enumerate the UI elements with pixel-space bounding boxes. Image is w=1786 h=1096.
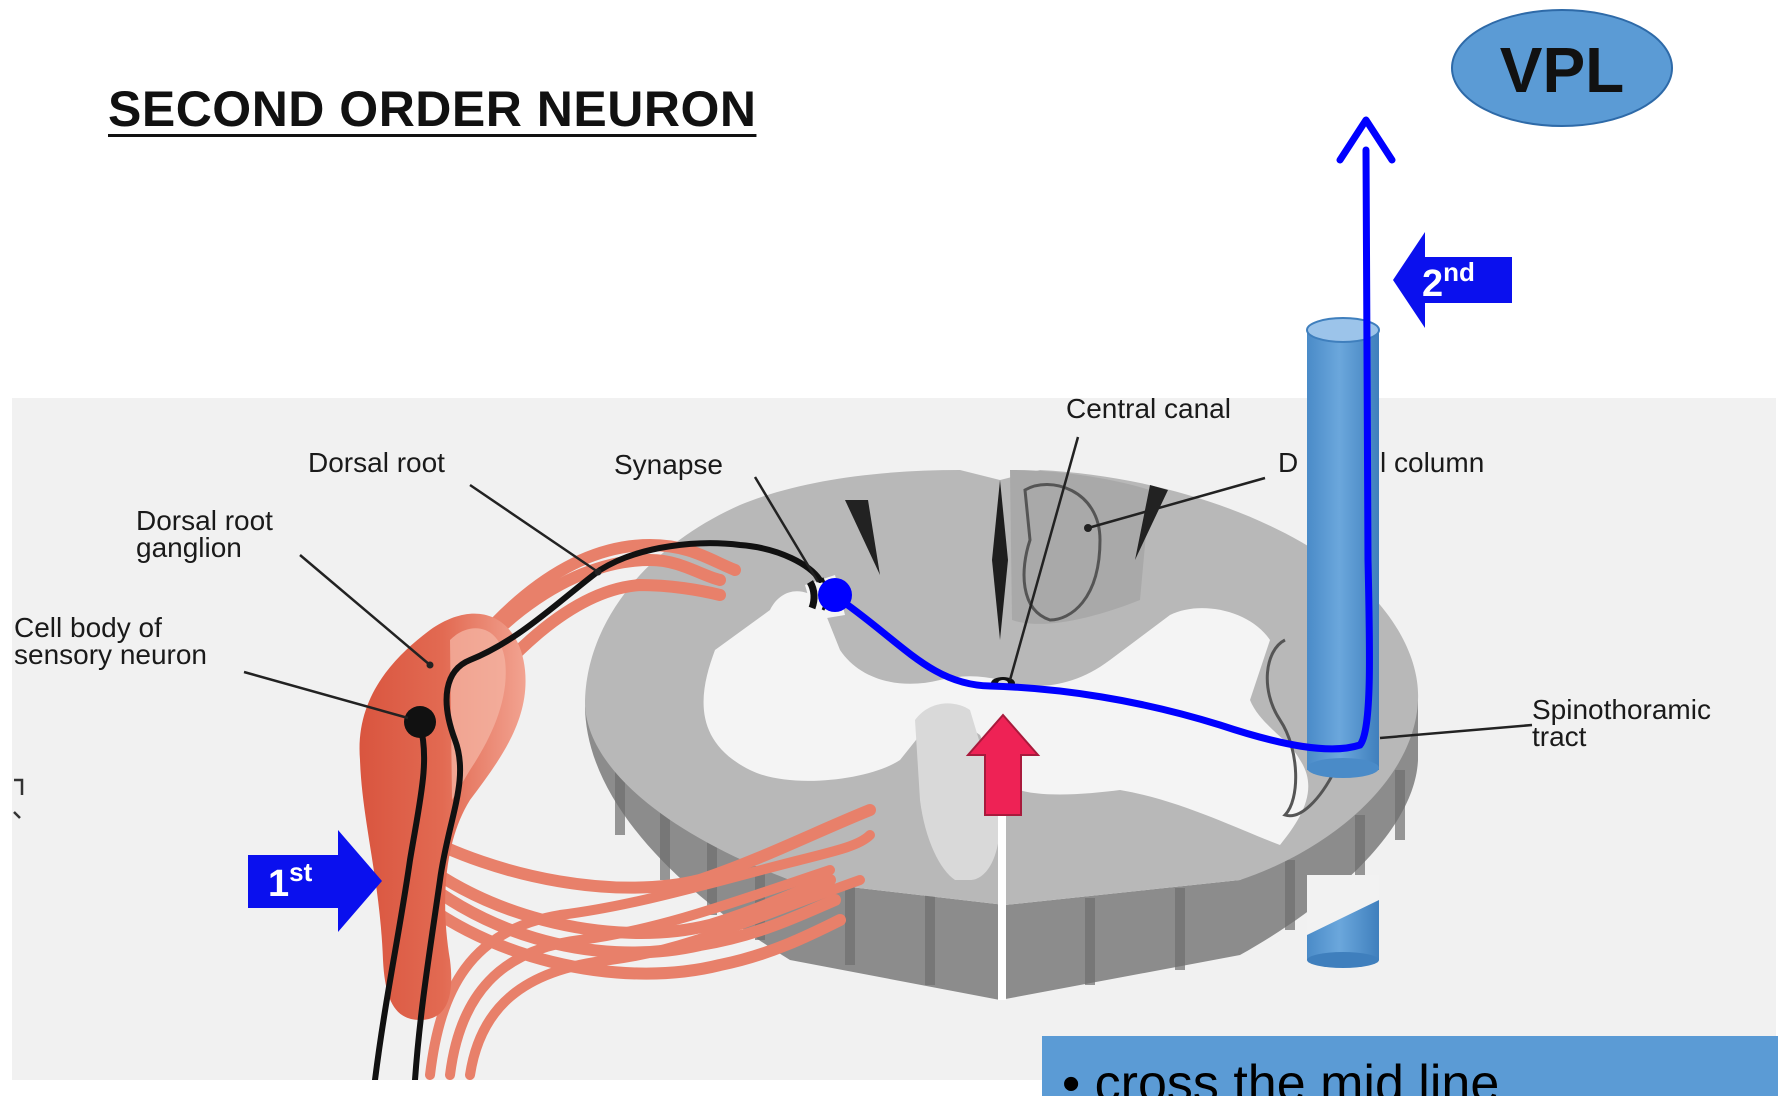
first-order-number: 1 [268,863,289,905]
tract-upper-bottom [1307,758,1379,778]
sensory-cell-body [404,706,436,738]
label-synapse: Synapse [614,449,723,480]
label-cell-body-line2: sensory neuron [14,639,207,670]
dorsal-root-pointer-dot [595,569,602,576]
label-central-canal: Central canal [1066,393,1231,424]
label-dorsal-root: Dorsal root [308,447,445,478]
slide-title: SECOND ORDER NEURON [108,80,756,138]
label-dorsal-column-start: D [1278,447,1298,478]
bullet-callout: • cross the mid line [1042,1036,1778,1096]
second-order-number: 2 [1422,263,1443,305]
ganglion-pointer-dot [427,662,434,669]
tract-lower-base [1307,952,1379,968]
label-dorsal-column-end: l column [1380,447,1484,478]
ventral-median-fissure [998,815,1006,1000]
dorsal-column-pointer-dot [1084,524,1092,532]
second-order-cell-body [818,578,852,612]
label-spinothalamic-line2: tract [1532,721,1587,752]
label-dorsal-root-ganglion-line2: ganglion [136,532,242,563]
first-order-suffix: st [289,857,312,887]
bullet-text: • cross the mid line [1062,1054,1499,1096]
vpl-label: VPL [1500,34,1624,106]
second-order-suffix: nd [1443,257,1475,287]
